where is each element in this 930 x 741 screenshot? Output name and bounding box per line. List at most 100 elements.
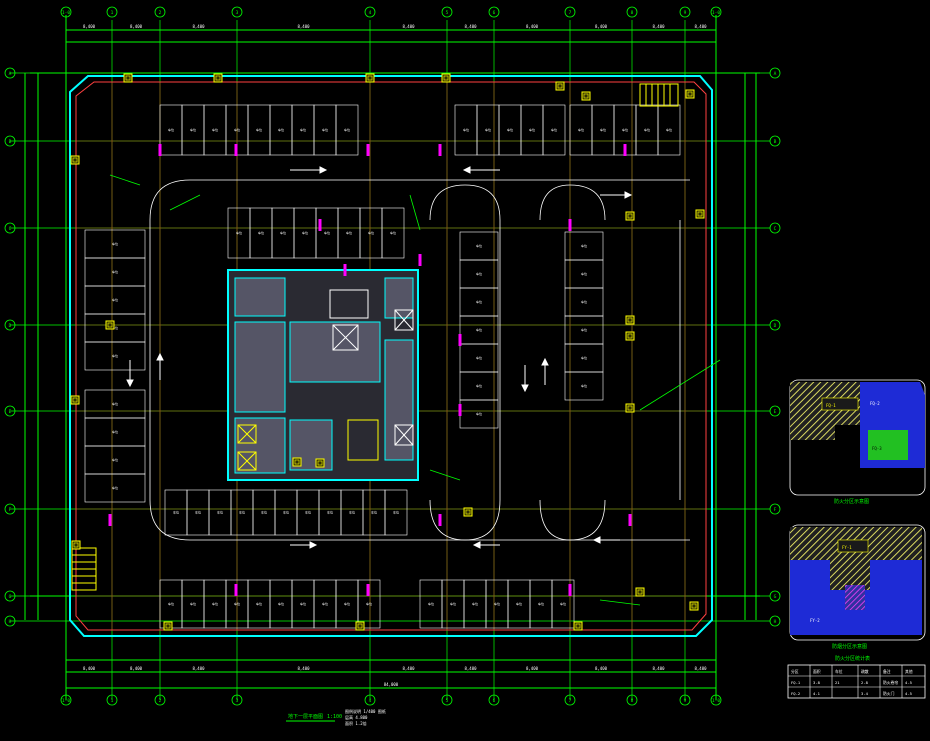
parking-stall-label: 车位 bbox=[622, 127, 628, 132]
grid-bubble-label: F bbox=[774, 507, 777, 513]
note-2: 层高 4.800 bbox=[345, 714, 368, 720]
grid-bubble-label: 4 bbox=[369, 10, 372, 16]
parking-stall-label: 车位 bbox=[450, 601, 456, 606]
dim-bottom: 8,400 bbox=[402, 666, 415, 671]
parking-stall-label: 车位 bbox=[393, 510, 399, 515]
svg-text:FQ-1: FQ-1 bbox=[826, 403, 836, 408]
dim-bottom: 8,400 bbox=[694, 666, 707, 671]
parking-stall-label: 车位 bbox=[371, 510, 377, 515]
grid-bubble-label: D bbox=[9, 323, 12, 329]
dim-top: 8,400 bbox=[83, 24, 96, 29]
grid-bubble-label: 5 bbox=[446, 698, 449, 704]
parking-stall-label: 车位 bbox=[168, 601, 174, 606]
parking-stall-label: 车位 bbox=[463, 127, 469, 132]
parking-stall-label: 车位 bbox=[239, 510, 245, 515]
parking-stall-label: 车位 bbox=[560, 601, 566, 606]
note-1: 图例说明 1/400 图纸 bbox=[345, 708, 386, 714]
grid-bubble-label: H bbox=[9, 619, 12, 625]
dim-bottom: 8,400 bbox=[464, 666, 477, 671]
dim-top: 8,400 bbox=[297, 24, 310, 29]
building-outline bbox=[69, 75, 713, 637]
parking-stall-label: 车位 bbox=[476, 383, 482, 388]
parking-stall-label: 车位 bbox=[578, 127, 584, 132]
stair-sw bbox=[71, 547, 97, 591]
legend-cell: FQ-1 bbox=[791, 680, 801, 685]
dim-top: 8,400 bbox=[652, 24, 665, 29]
dim-top: 8,400 bbox=[595, 24, 608, 29]
parking-stall-label: 车位 bbox=[300, 127, 306, 132]
grid-bubble-label: 1-0 bbox=[62, 698, 70, 704]
grid-bubble-label: 9 bbox=[684, 10, 687, 16]
parking-stall-label: 车位 bbox=[112, 429, 118, 434]
parking-stall-label: 车位 bbox=[581, 299, 587, 304]
grid-bubble-label: 6 bbox=[493, 10, 496, 16]
parking-stall-label: 车位 bbox=[234, 127, 240, 132]
grid-bubble-label: 1-0 bbox=[62, 10, 70, 16]
grid-bubble-label: B bbox=[774, 139, 777, 145]
grid-bubble-label: 7 bbox=[569, 10, 572, 16]
dim-top: 8,400 bbox=[130, 24, 143, 29]
stair-nw bbox=[639, 83, 679, 107]
parking-stall-label: 车位 bbox=[280, 230, 286, 235]
legend-cell: 疏散 bbox=[861, 669, 869, 674]
parking-stall-label: 车位 bbox=[551, 127, 557, 132]
parking-stall-label: 车位 bbox=[112, 297, 118, 302]
parking-stall-label: 车位 bbox=[507, 127, 513, 132]
parking-stall-label: 车位 bbox=[472, 601, 478, 606]
parking-stall-label: 车位 bbox=[581, 327, 587, 332]
parking-stall-label: 车位 bbox=[581, 355, 587, 360]
dimension-labels: 8,400 8,400 8,400 8,400 8,400 8,400 8,400 8,400… bbox=[83, 24, 707, 687]
dim-bottom: 8,400 bbox=[652, 666, 665, 671]
parking-stall-label: 车位 bbox=[322, 601, 328, 606]
parking-stall-label: 车位 bbox=[322, 127, 328, 132]
parking-stall-label: 车位 bbox=[476, 411, 482, 416]
grid-bubble-label: H bbox=[774, 619, 777, 625]
svg-text:FY-2: FY-2 bbox=[810, 618, 820, 623]
structural-columns bbox=[70, 73, 705, 631]
grid-bubble-label: G bbox=[9, 594, 12, 600]
fire-doors bbox=[108, 144, 632, 596]
parking-stall-label: 车位 bbox=[305, 510, 311, 515]
grid-bubble-label: G bbox=[774, 594, 777, 600]
legend-cell: 分区 bbox=[791, 669, 799, 674]
parking-stall-label: 车位 bbox=[428, 601, 434, 606]
parking-stall-label: 车位 bbox=[581, 383, 587, 388]
parking-stall-label: 车位 bbox=[349, 510, 355, 515]
grid-bubble-label: A bbox=[774, 71, 777, 77]
parking-stall-label: 车位 bbox=[278, 127, 284, 132]
svg-text:FY-1: FY-1 bbox=[842, 545, 852, 550]
parking-stall-label: 车位 bbox=[190, 601, 196, 606]
parking-stall-label: 车位 bbox=[173, 510, 179, 515]
dim-bottom: 8,400 bbox=[526, 666, 539, 671]
parking-stall-label: 车位 bbox=[476, 243, 482, 248]
grid-bubble-label: 1-0 bbox=[712, 698, 720, 704]
traffic-arrows bbox=[126, 166, 633, 549]
parking-stall-label: 车位 bbox=[666, 127, 672, 132]
parking-stall-label: 车位 bbox=[600, 127, 606, 132]
svg-text:FQ-3: FQ-3 bbox=[872, 446, 882, 451]
grid-bubble-label: 2 bbox=[159, 10, 162, 16]
parking-stall-label: 车位 bbox=[476, 299, 482, 304]
keymap-fire-zones: FQ-1 FQ-2 FQ-3 防火分区示意图 bbox=[789, 379, 926, 505]
parking-stall-label: 车位 bbox=[112, 241, 118, 246]
parking-stall-label: 车位 bbox=[344, 127, 350, 132]
grid-bubble-label: C bbox=[774, 226, 777, 232]
parking-stall-label: 车位 bbox=[168, 127, 174, 132]
parking-stall-label: 车位 bbox=[112, 485, 118, 490]
parking-stall-label: 车位 bbox=[581, 243, 587, 248]
parking-stall-label: 车位 bbox=[644, 127, 650, 132]
parking-stall-label: 车位 bbox=[283, 510, 289, 515]
parking-stall-label: 车位 bbox=[538, 601, 544, 606]
annotation-leaders bbox=[109, 174, 721, 606]
parking-stall-label: 车位 bbox=[516, 601, 522, 606]
parking-stall-label: 车位 bbox=[324, 230, 330, 235]
dim-top: 8,400 bbox=[464, 24, 477, 29]
parking-stall-label: 车位 bbox=[112, 353, 118, 358]
drive-aisles bbox=[149, 179, 690, 541]
legend-cell: 车位 bbox=[835, 669, 843, 674]
parking-stall-label: 车位 bbox=[366, 601, 372, 606]
note-3: 面积 1.2倍 bbox=[345, 720, 367, 726]
parking-stall-label: 车位 bbox=[278, 601, 284, 606]
